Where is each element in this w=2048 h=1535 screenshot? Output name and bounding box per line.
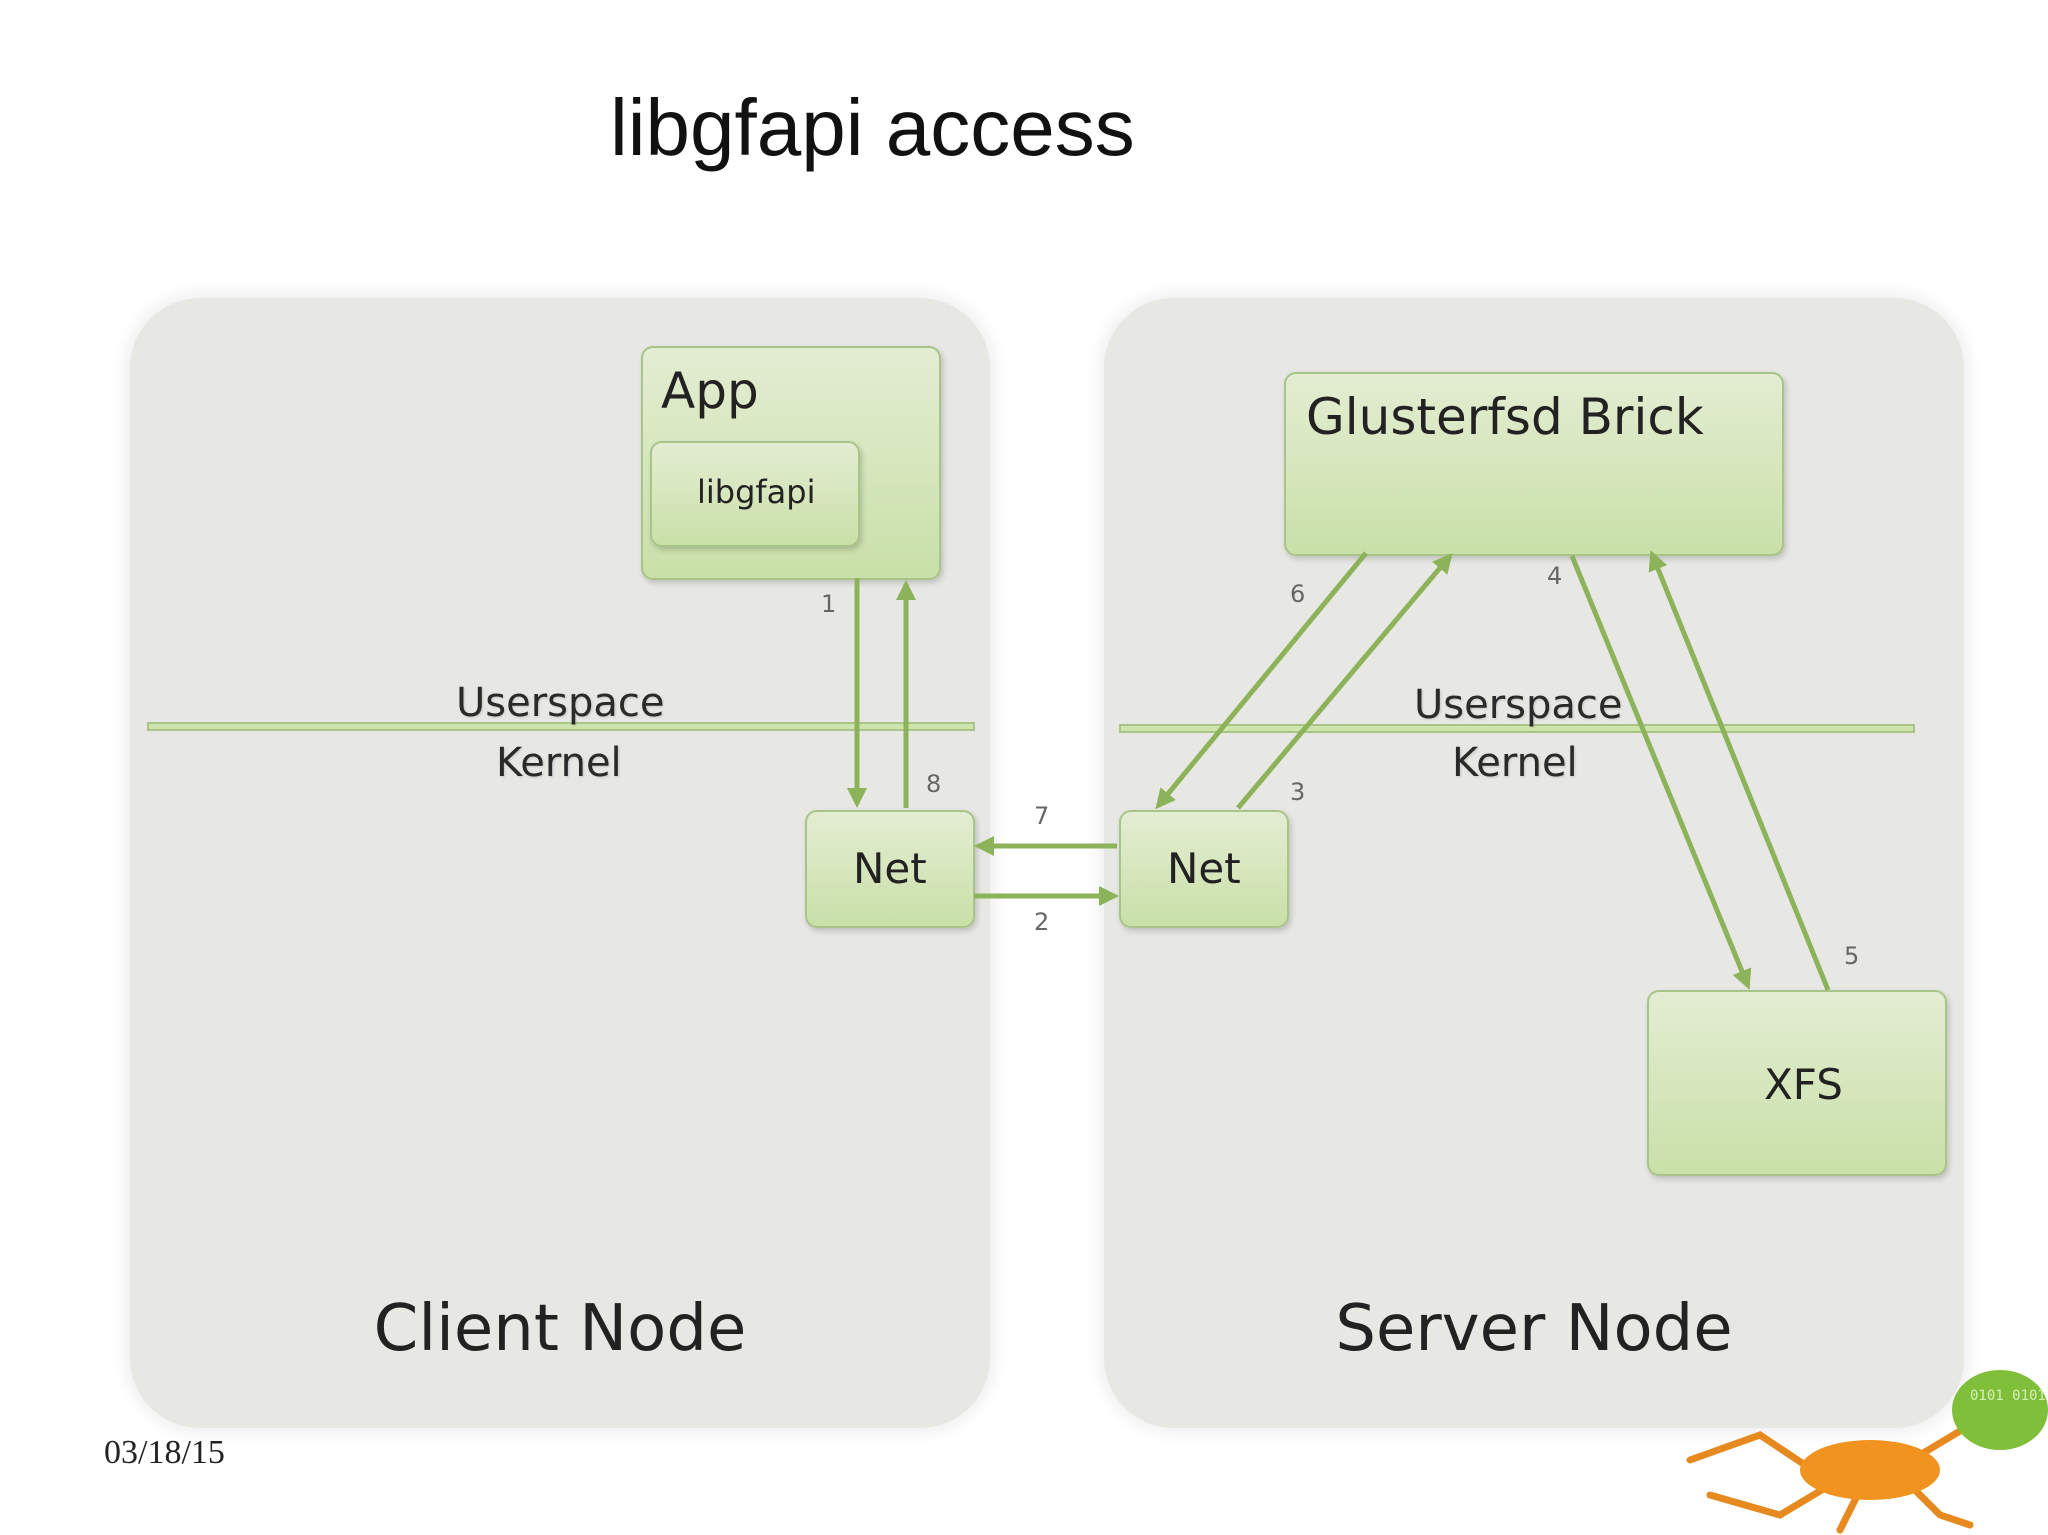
- step-7-label: 7: [1034, 802, 1050, 830]
- libgfapi-box: libgfapi: [650, 441, 860, 547]
- app-box: App libgfapi: [641, 346, 941, 580]
- step-3-label: 3: [1290, 778, 1306, 806]
- step-8-label: 8: [926, 770, 942, 798]
- xfs-box: XFS: [1647, 990, 1947, 1176]
- client-net-box: Net: [805, 810, 975, 928]
- arrow-step-5: [1648, 550, 1831, 991]
- server-net-box: Net: [1119, 810, 1289, 928]
- client-userspace-divider: [147, 722, 975, 731]
- step-4-label: 4: [1547, 562, 1563, 590]
- glusterfsd-brick-label: Glusterfsd Brick: [1306, 388, 1704, 446]
- arrow-step-6: [1155, 551, 1368, 810]
- arrow-step-3: [1236, 552, 1453, 810]
- arrow-step-4: [1569, 555, 1752, 990]
- app-label: App: [661, 362, 759, 420]
- client-node-label: Client Node: [373, 1292, 747, 1366]
- gluster-ant-logo-icon: 0101 0101: [1686, 1370, 2048, 1534]
- server-node-label: Server Node: [1335, 1292, 1733, 1366]
- libgfapi-label: libgfapi: [697, 473, 816, 511]
- client-kernel-label: Kernel: [496, 740, 622, 786]
- server-userspace-divider: [1119, 724, 1915, 733]
- step-2-label: 2: [1034, 908, 1050, 936]
- step-5-label: 5: [1844, 942, 1860, 970]
- footer-date: 03/18/15: [104, 1434, 225, 1471]
- glusterfsd-brick-box: Glusterfsd Brick: [1284, 372, 1784, 556]
- server-kernel-label: Kernel: [1452, 740, 1578, 786]
- page-title: libgfapi access: [610, 83, 1135, 172]
- client-net-label: Net: [853, 844, 927, 893]
- xfs-label: XFS: [1764, 1060, 1843, 1109]
- step-1-label: 1: [821, 590, 837, 618]
- server-userspace-label: Userspace: [1414, 682, 1623, 728]
- server-net-label: Net: [1167, 844, 1241, 893]
- client-userspace-label: Userspace: [456, 680, 665, 726]
- step-6-label: 6: [1290, 580, 1306, 608]
- logo-binary-text: 0101 0101: [1970, 1388, 2046, 1404]
